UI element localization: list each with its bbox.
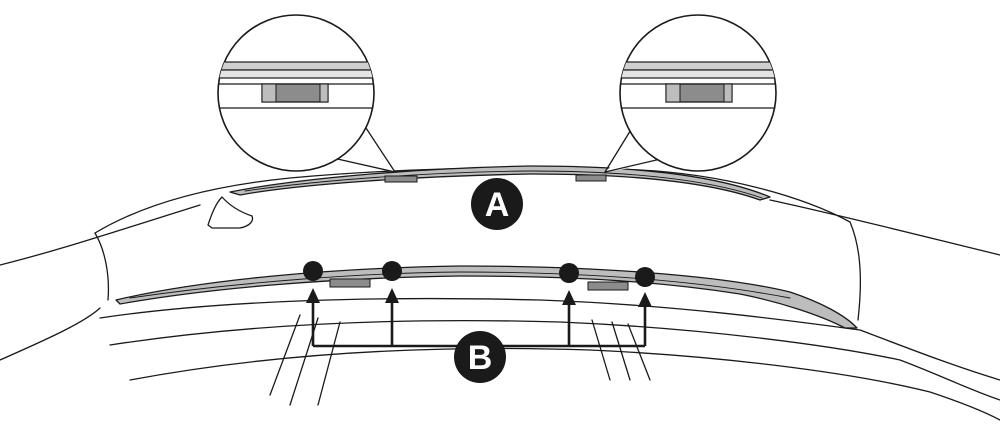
- pointer-arrow-icon: [638, 292, 652, 307]
- mounting-point-marker-2: [382, 261, 402, 281]
- callout-label-a-text: A: [485, 186, 510, 224]
- mounting-point-marker-4: [635, 267, 655, 287]
- far-rail-foot-right: [575, 174, 607, 182]
- near-rail-foot-left: [329, 278, 371, 288]
- pointer-arrow-icon: [385, 288, 399, 303]
- shark-fin-antenna-icon: [207, 196, 254, 229]
- magnifier-circle-left-icon: [217, 14, 396, 173]
- callout-label-b-text: B: [468, 339, 493, 377]
- near-rail-foot-right: [587, 281, 629, 291]
- near-roof-rail: [115, 265, 858, 329]
- far-roof-rail: [229, 165, 771, 201]
- callout-label-b: B: [454, 331, 506, 383]
- pointer-arrow-heads: [306, 288, 652, 307]
- pointer-arrow-icon: [306, 288, 320, 303]
- pointer-arrow-icon: [562, 290, 576, 305]
- mounting-points: [303, 261, 655, 287]
- mounting-point-marker-1: [303, 261, 323, 281]
- mounting-point-marker-3: [559, 263, 579, 283]
- callout-label-a: A: [471, 178, 523, 230]
- far-rail-foot-left: [384, 175, 418, 183]
- magnifier-circle-right-icon: [604, 14, 777, 173]
